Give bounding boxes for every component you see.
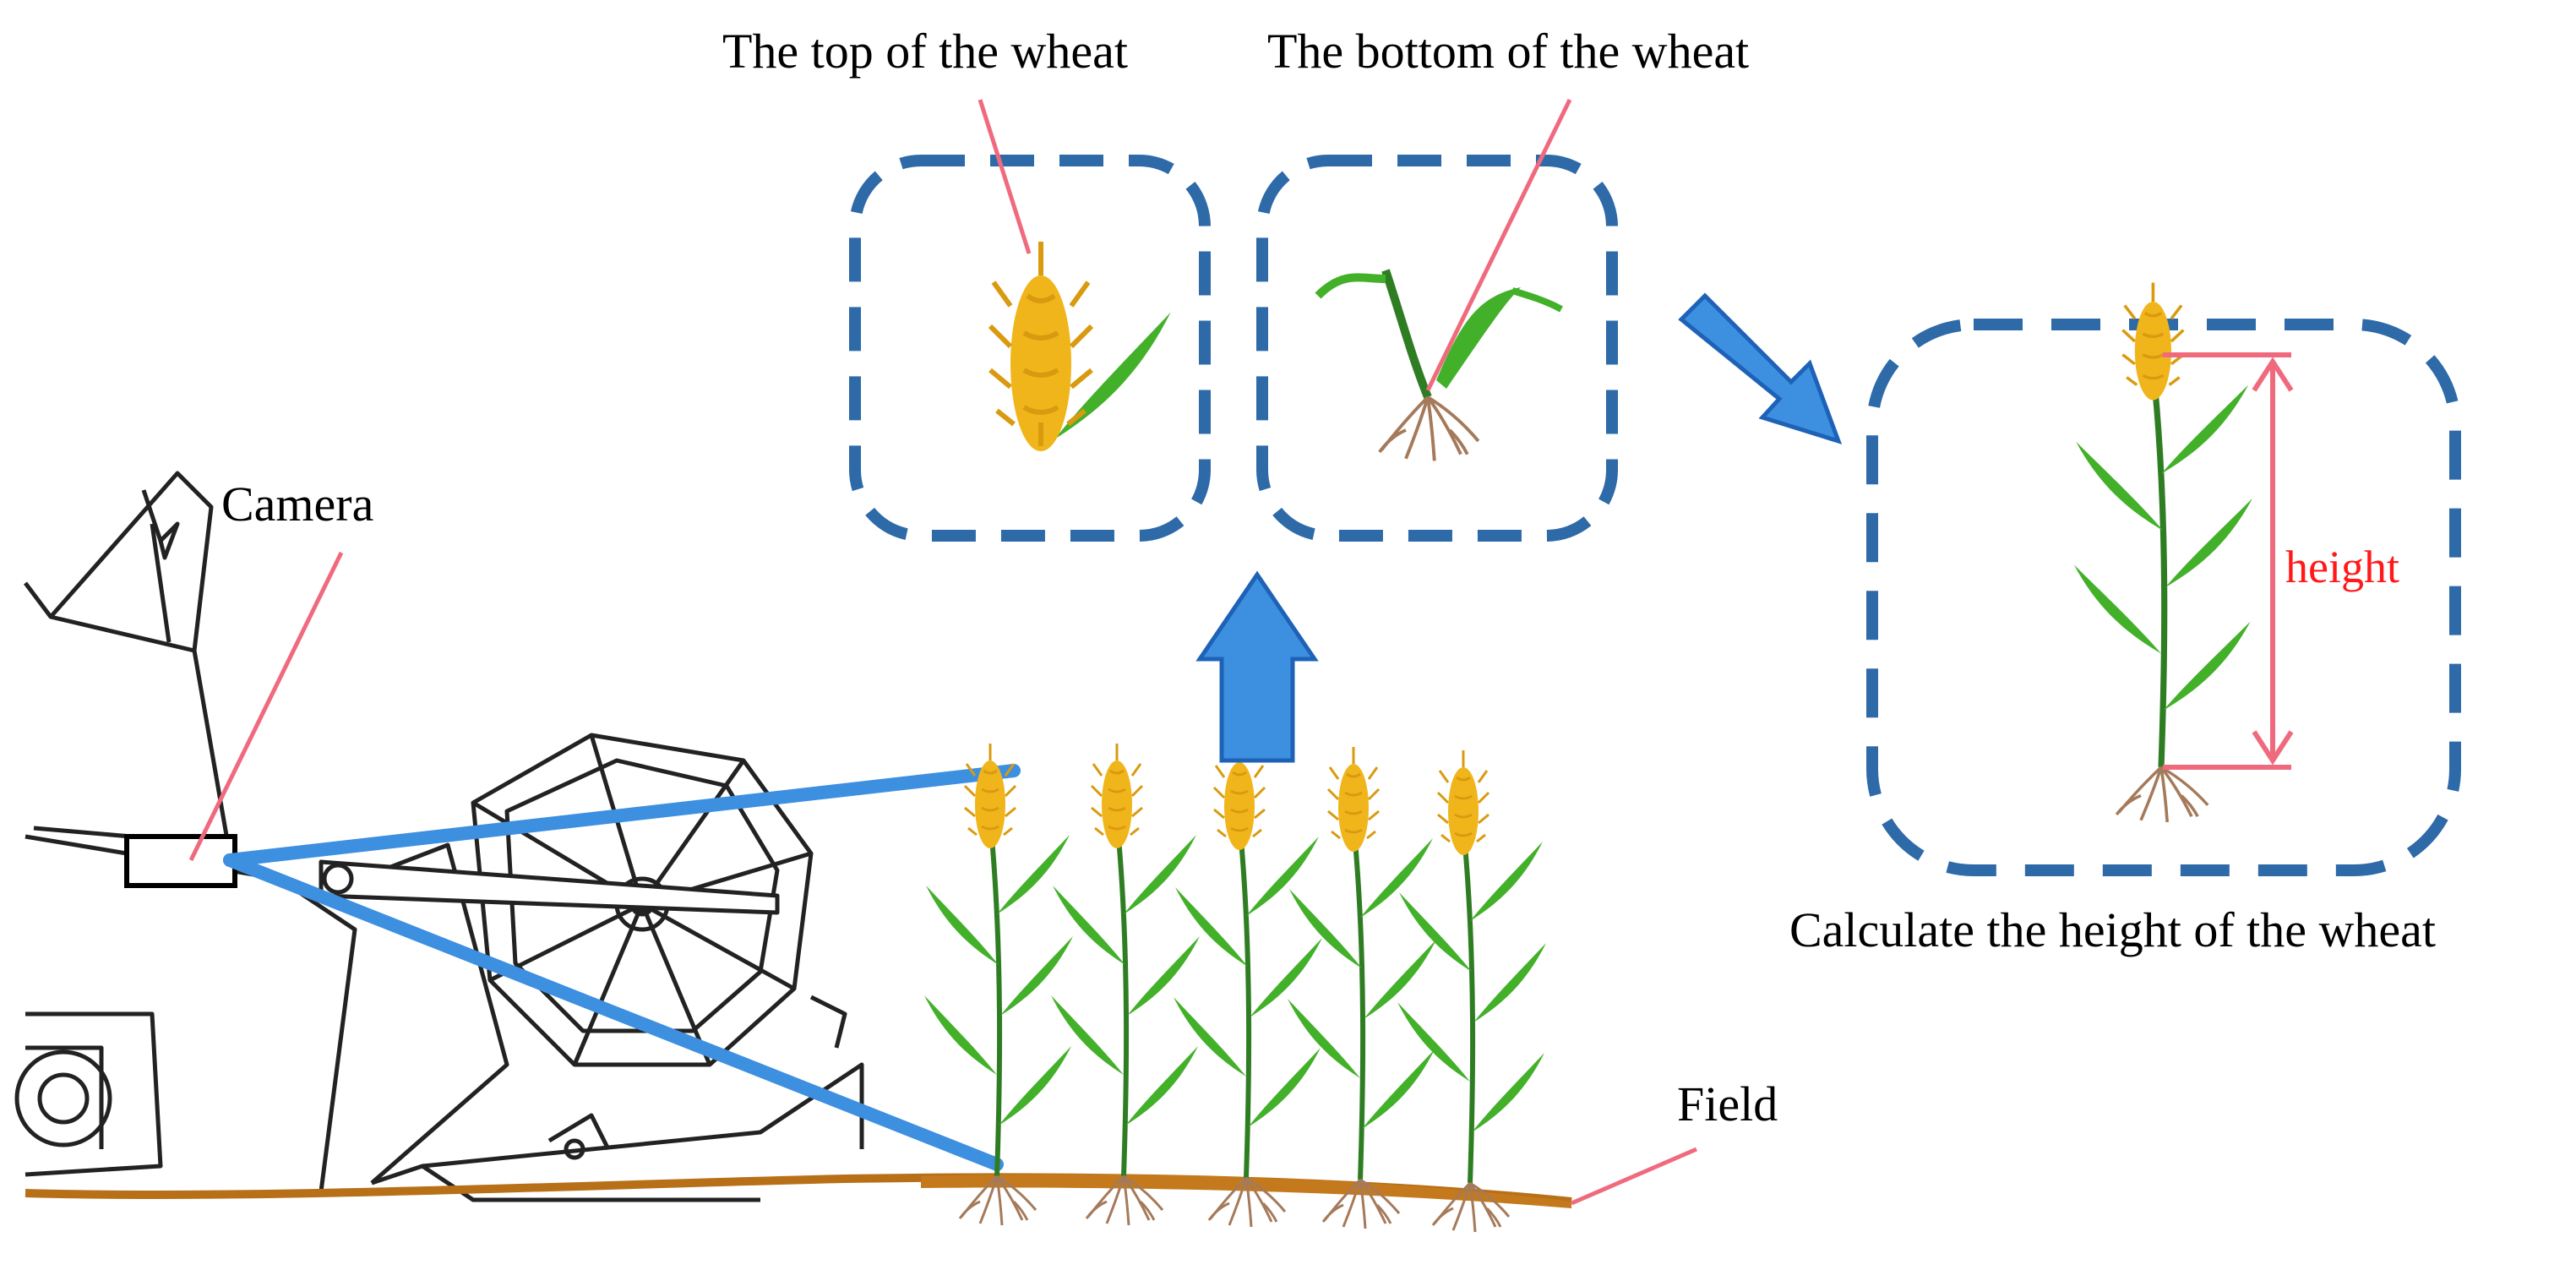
camera-label: Camera [221, 477, 374, 531]
height-label: height [2285, 542, 2399, 592]
up-arrow-icon [1195, 570, 1319, 763]
leader-line-bottom [1425, 98, 1572, 392]
leader-lines [188, 98, 1697, 1206]
wheat-plant-icon [924, 744, 1073, 1225]
wheat-top-icon [990, 242, 1171, 451]
wheat-bottom-icon [1315, 269, 1563, 463]
field-label: Field [1677, 1077, 1778, 1131]
wheat-plant-icon [1051, 744, 1200, 1225]
leader-line-field [1571, 1147, 1697, 1206]
top-crop-box [849, 155, 1211, 542]
wheat-plant-icon [1174, 745, 1322, 1227]
wheat-plant-icon [1397, 750, 1546, 1232]
bottom-crop-box [1256, 155, 1618, 542]
wheat-plant-measured-icon [2074, 283, 2252, 822]
height-measurement-indicator [2163, 352, 2294, 770]
calculate-height-label: Calculate the height of the wheat [1789, 902, 2436, 957]
leader-line-camera [188, 551, 344, 862]
wheat-plant-icon [1288, 747, 1436, 1229]
diagonal-arrow-icon [1678, 292, 1843, 444]
bottom-of-wheat-label: The bottom of the wheat [1267, 24, 1750, 79]
camera-field-of-view [223, 764, 1021, 1171]
wheat-row [924, 744, 1546, 1232]
camera-box-icon [124, 834, 237, 888]
leader-line-top [978, 99, 1032, 254]
field-ground-band [921, 1174, 1571, 1208]
top-of-wheat-label: The top of the wheat [722, 24, 1128, 79]
